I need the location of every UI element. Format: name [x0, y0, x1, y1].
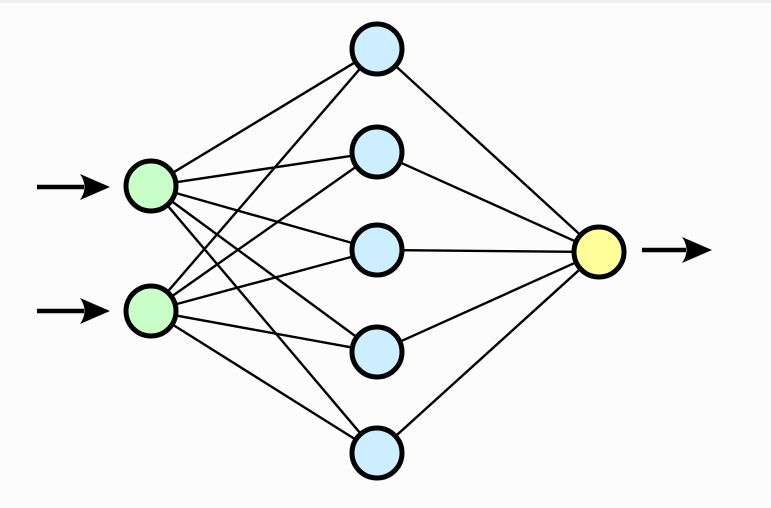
connection-edge	[172, 254, 356, 307]
connection-edge	[392, 266, 584, 439]
output-arrow	[642, 237, 712, 263]
input-arrow-top-head	[80, 174, 110, 200]
arrows-group	[37, 174, 712, 324]
neuron-input-1	[123, 158, 179, 214]
neuron-hidden-5	[349, 425, 405, 481]
connection-edge	[398, 249, 578, 253]
connection-edge	[168, 164, 360, 299]
connection-edge	[396, 260, 580, 344]
top-edge-strip	[0, 0, 771, 3]
connection-edge	[169, 59, 359, 176]
connection-edge	[392, 63, 584, 238]
input-arrow-bottom	[37, 298, 110, 324]
output-arrow-head	[682, 237, 712, 263]
connection-edge	[172, 154, 356, 184]
neuron-hidden-4	[349, 324, 405, 380]
neuron-hidden-3	[349, 222, 405, 278]
connection-edge	[171, 191, 357, 245]
connection-edge	[396, 160, 580, 244]
neuron-hidden-2	[349, 124, 405, 180]
connection-edge	[168, 198, 360, 340]
connection-edge	[164, 65, 364, 295]
neuron-input-2	[123, 283, 179, 339]
connection-edge	[164, 202, 364, 437]
input-arrow-bottom-head	[80, 298, 110, 324]
input-arrow-top	[37, 174, 110, 200]
neuron-hidden-1	[349, 21, 405, 77]
neuron-output-1	[571, 224, 627, 280]
nodes-group	[123, 21, 627, 481]
connection-edge	[172, 313, 356, 350]
connection-edge	[169, 322, 359, 442]
edges-group	[164, 59, 584, 442]
